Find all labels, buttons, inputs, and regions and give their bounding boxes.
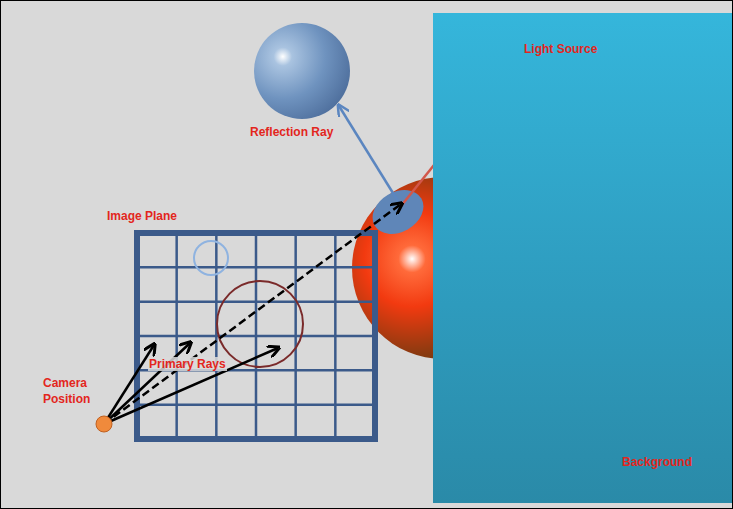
sphere-projection bbox=[217, 281, 303, 367]
reflected-sphere bbox=[254, 23, 350, 119]
grid-line bbox=[334, 233, 337, 439]
grid-frame bbox=[137, 233, 375, 439]
primary-ray bbox=[104, 343, 190, 424]
camera-label: Camera Position bbox=[43, 375, 105, 407]
reflection-ray bbox=[339, 106, 401, 206]
grid-line bbox=[137, 403, 375, 406]
rays-label: Primary Rays bbox=[148, 357, 227, 371]
camera-dot bbox=[96, 416, 112, 432]
grid-line bbox=[137, 335, 375, 338]
pixel-circle bbox=[194, 241, 228, 275]
background-panel: Background bbox=[433, 13, 733, 503]
panel-label: Background bbox=[622, 455, 692, 469]
plane-label: Image Plane bbox=[107, 209, 177, 223]
primary-ray bbox=[104, 348, 278, 424]
image-plane-grid bbox=[137, 233, 375, 439]
light-label: Light Source bbox=[524, 42, 597, 56]
primary-ray-dashed bbox=[104, 204, 401, 424]
grid-line bbox=[294, 233, 297, 439]
ray-label: Reflection Ray bbox=[250, 125, 333, 139]
